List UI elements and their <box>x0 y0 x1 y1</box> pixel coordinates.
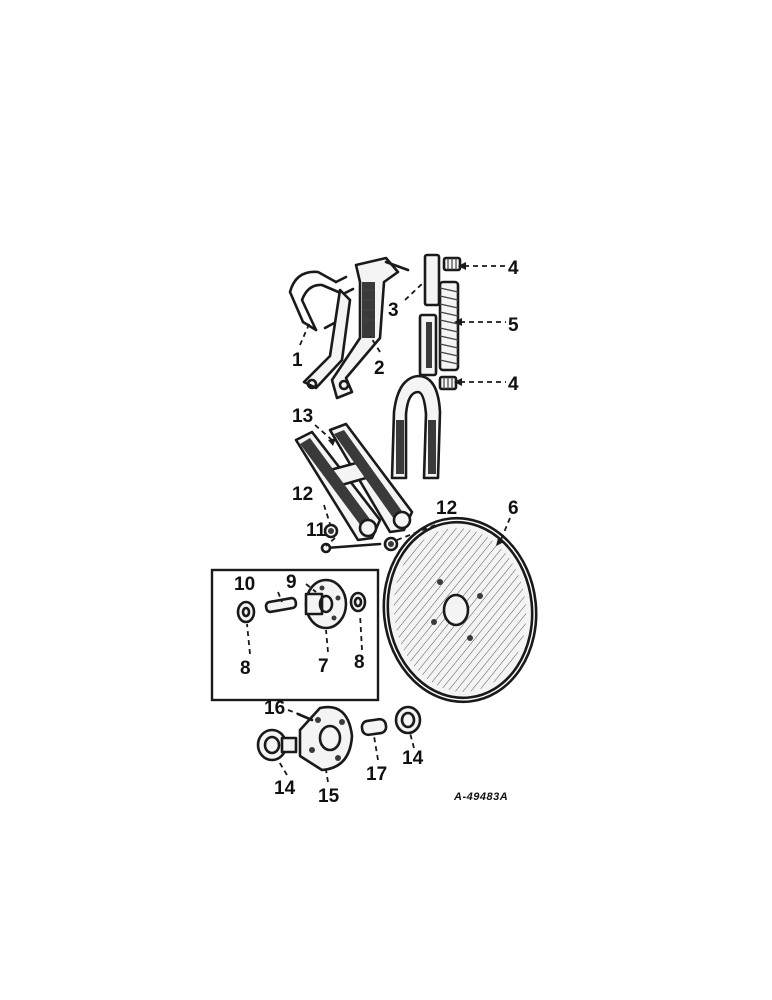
disc-blade <box>382 516 538 704</box>
drawing-number: A-49483A <box>453 791 508 803</box>
callout-13: 13 <box>292 406 313 427</box>
disc-hub <box>304 578 348 630</box>
callout-4-upper: 4 <box>508 258 519 279</box>
callout-3: 3 <box>388 300 399 321</box>
spring-rod <box>418 253 441 377</box>
compression-spring <box>438 280 460 372</box>
callout-12-right: 12 <box>436 498 457 519</box>
u-bolt-clamp <box>288 270 355 332</box>
callout-8-left: 8 <box>240 658 251 679</box>
lock-nut-left <box>323 523 339 539</box>
spacer-sleeve <box>360 717 388 737</box>
bearing-left <box>256 728 298 762</box>
bearing-right <box>394 705 422 735</box>
bearing-washer-right <box>349 591 367 613</box>
nut-upper <box>442 256 462 272</box>
callout-12-left: 12 <box>292 484 313 505</box>
callout-7: 7 <box>318 656 329 677</box>
bracket-arm <box>302 256 410 400</box>
callout-6: 6 <box>508 498 519 519</box>
callout-14-right: 14 <box>402 748 424 769</box>
disc-yoke <box>390 374 442 480</box>
callout-4-lower: 4 <box>508 374 519 395</box>
callout-5: 5 <box>508 315 519 336</box>
hub-casting <box>296 705 354 772</box>
callout-labels: 1 2 3 4 5 4 13 12 11 12 6 10 9 8 7 8 16 … <box>234 258 519 807</box>
leader-lines <box>246 265 511 783</box>
nut-lower <box>438 375 458 391</box>
lock-nut-right <box>383 536 399 552</box>
disc-arm-frame <box>294 422 414 542</box>
leader-arrowheads <box>328 262 504 546</box>
hub-pin <box>264 596 298 614</box>
callout-10: 10 <box>234 574 255 595</box>
hub-kit-box <box>210 568 380 702</box>
pivot-bolt <box>320 542 382 554</box>
callout-8-right: 8 <box>354 652 365 673</box>
bearing-washer-left <box>236 600 256 624</box>
callout-1: 1 <box>292 350 303 371</box>
callout-9: 9 <box>286 572 297 593</box>
callout-14-left: 14 <box>274 778 296 799</box>
callout-17: 17 <box>366 764 387 785</box>
callout-16: 16 <box>264 698 285 719</box>
callout-11: 11 <box>306 520 327 541</box>
callout-15: 15 <box>318 786 340 807</box>
callout-2: 2 <box>374 358 385 379</box>
